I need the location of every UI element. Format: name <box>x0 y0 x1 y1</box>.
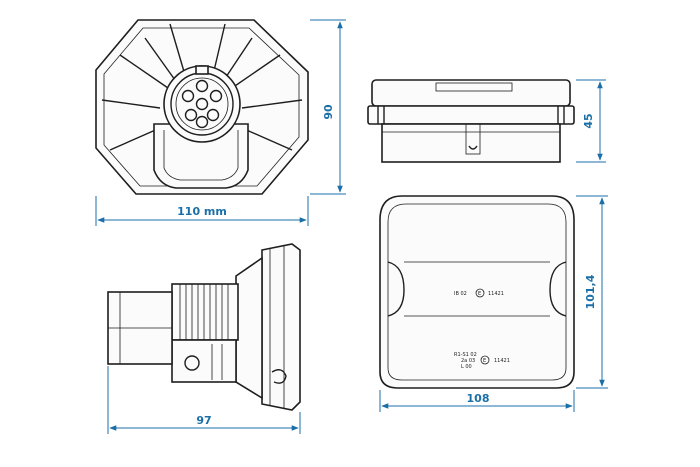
marking-top-e: E <box>478 291 481 297</box>
plug-sleeve-ribs <box>179 284 229 340</box>
plug-ribbed-sleeve <box>171 283 239 341</box>
dimension-label-plug-length: 97 <box>196 414 211 427</box>
socket-ring-inner <box>175 77 229 131</box>
lamp-bottom-marking: R1-S1 02 2a 03 L 00 E 11421 <box>454 352 510 370</box>
plug-latch <box>184 355 200 371</box>
side-view <box>367 79 575 163</box>
dimension-label-side-height: 45 <box>582 113 595 128</box>
dimension-label-lamp-height: 101,4 <box>584 274 597 309</box>
socket-ring-outer <box>163 65 241 143</box>
dimension-lamp-width: 108 <box>379 390 575 412</box>
dimension-side-height: 45 <box>576 79 606 163</box>
front-view <box>95 19 309 195</box>
dimension-label-front-height: 90 <box>322 104 335 120</box>
lamp-inner-outline <box>387 203 567 381</box>
side-lower-body <box>381 123 561 163</box>
lamp-top-marking: IB 02 E 11421 <box>454 288 504 298</box>
plug-lower-block <box>171 339 237 383</box>
plug-taper <box>235 256 263 400</box>
dimension-front-height: 90 <box>310 19 346 195</box>
plug-flange <box>261 243 301 411</box>
side-rim <box>367 105 575 125</box>
front-lower-hood <box>153 123 249 189</box>
lamp-left-lug <box>387 261 405 317</box>
marking-bottom-approval: 11421 <box>494 358 510 364</box>
plug-view <box>107 243 301 411</box>
dimension-label-front-width: 110 mm <box>177 205 227 218</box>
front-housing-inner <box>103 27 300 187</box>
e-mark-circle-bottom <box>480 355 490 365</box>
dimension-lamp-height: 101,4 <box>576 195 608 389</box>
lamp-view: IB 02 E 11421 R1-S1 02 2a 03 L 00 E 1142… <box>379 195 575 389</box>
marking-bottom-e: E <box>483 358 486 364</box>
marking-bottom-code-3: L 00 <box>461 364 472 370</box>
socket-key-notch <box>195 65 209 75</box>
marking-bottom-code-2: 2a 03 <box>461 358 475 364</box>
marking-top-approval: 11421 <box>488 291 504 297</box>
marking-bottom-code-1: R1-S1 02 <box>454 352 477 358</box>
side-top-cap <box>371 79 571 107</box>
dimension-label-lamp-width: 108 <box>467 392 490 405</box>
e-mark-circle-top <box>475 288 485 298</box>
lamp-outer-outline <box>379 195 575 389</box>
dimension-plug-length: 97 <box>107 366 301 434</box>
socket-pins <box>181 79 223 129</box>
marking-top-code: IB 02 <box>454 291 467 297</box>
front-ribs <box>101 23 303 151</box>
side-rim-ribs <box>377 106 565 124</box>
lamp-right-lug <box>549 261 567 317</box>
dimension-front-width: 110 mm <box>95 196 309 226</box>
